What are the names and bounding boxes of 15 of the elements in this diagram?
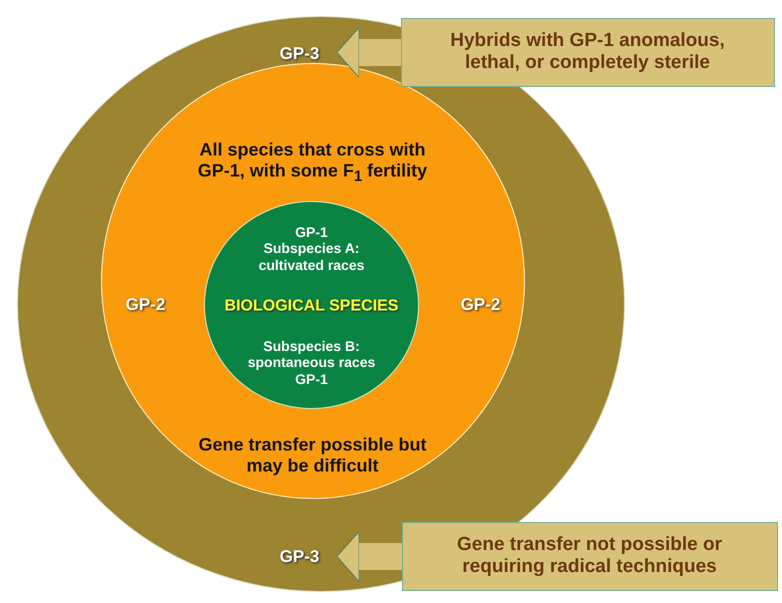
species-text: Subspecies B: spontaneous races GP-1 — [246, 337, 376, 388]
callout-box — [402, 522, 778, 591]
ring-label: GP-2 — [460, 294, 500, 315]
callout-text: Gene transfer not possible or requiring radical techniques — [456, 534, 723, 580]
block-arrow — [336, 27, 401, 78]
zone-description: All species that cross with GP-1, with some F$_{1}$ fertility — [196, 138, 428, 186]
callout-box — [401, 18, 775, 87]
block-arrow — [336, 531, 402, 582]
zone-description: Gene transfer possible but may be difficult — [197, 434, 428, 478]
species-text: GP-1 Subspecies A: cultivated races — [258, 223, 366, 274]
callout-text: Hybrids with GP-1 anomalous, lethal, or completely sterile — [449, 30, 726, 76]
ring-label: GP-3 — [280, 546, 320, 567]
species-title: BIOLOGICAL SPECIES — [224, 296, 398, 316]
ring-label: GP-2 — [126, 294, 166, 315]
ring-label: GP-3 — [280, 43, 320, 64]
